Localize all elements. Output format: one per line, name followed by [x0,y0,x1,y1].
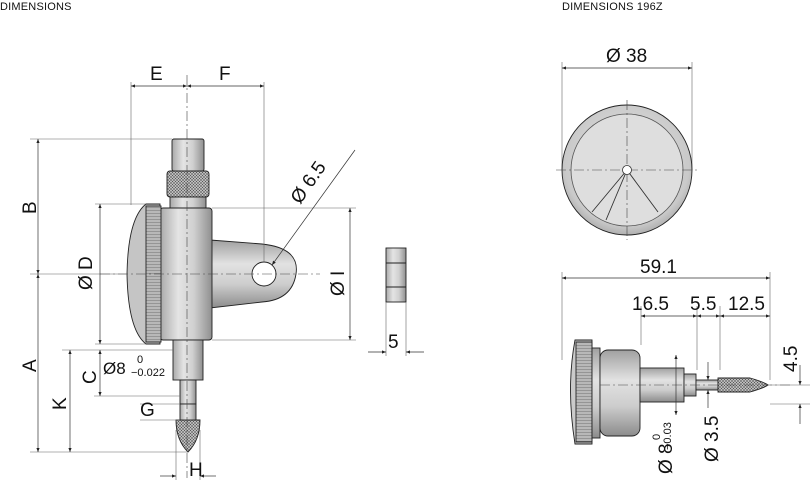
label-a: A [20,359,41,372]
label-d: Ø D [76,256,97,290]
label-g: G [140,400,155,421]
left-dimension-lines [30,75,424,480]
label-stem-tol-upper-right: 0 [651,434,663,440]
dial-face-view [556,62,698,240]
label-seg-5-5: 5.5 [690,294,716,315]
label-e: E [150,64,163,85]
label-stem-dia-right: Ø 8 [656,443,677,474]
label-f: F [219,64,231,85]
label-stem-tol-lower: −0.022 [131,367,165,379]
label-i: Ø I [328,271,349,296]
label-seg-12-5: 12.5 [728,294,765,315]
label-k: K [50,397,71,410]
label-stem-tol-upper: 0 [137,354,143,366]
label-c: C [80,370,101,384]
label-tip-dia: 4.5 [781,346,802,372]
side-view-196z [561,272,810,445]
label-side-five: 5 [388,332,399,353]
label-h: H [189,460,203,481]
header-dimensions-196z: DIMENSIONS 196Z [562,1,663,13]
label-spindle-dia: Ø 3.5 [702,416,723,462]
header-dimensions: DIMENSIONS [0,1,72,13]
label-lug-hole: Ø 6.5 [287,158,331,208]
label-stem-dia: Ø8 [103,359,126,378]
label-dial-dia: Ø 38 [606,46,647,67]
label-overall-length: 59.1 [640,257,677,278]
label-seg-16-5: 16.5 [632,294,669,315]
label-b: B [20,201,41,214]
label-stem-tol-lower-right: −0.03 [662,422,674,450]
